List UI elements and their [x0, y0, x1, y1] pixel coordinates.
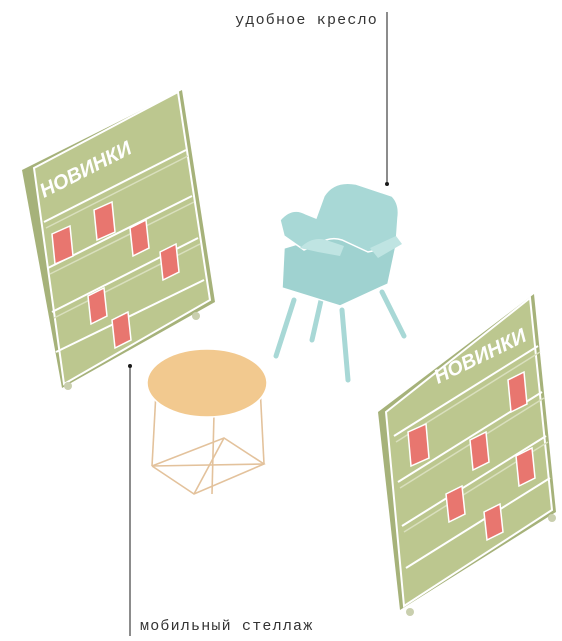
- round-table: [147, 349, 267, 494]
- mobile-rack-right: НОВИНКИ: [378, 294, 556, 616]
- chair-label: удобное кресло: [235, 12, 378, 29]
- leader-line-rack: [128, 364, 132, 636]
- chair: [276, 183, 404, 380]
- mobile-rack-left: НОВИНКИ: [22, 90, 215, 390]
- mobile-rack-label: мобильный стеллаж: [140, 618, 313, 635]
- leader-line-chair: [385, 12, 389, 186]
